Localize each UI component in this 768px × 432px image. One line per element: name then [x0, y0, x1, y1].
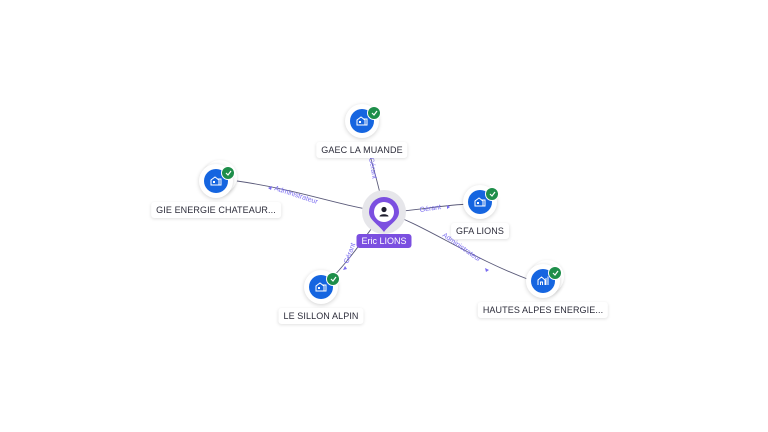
node-label: GIE ENERGIE CHATEAUR...: [151, 202, 281, 218]
edge-label-gaec: Gérant: [367, 157, 378, 179]
arrow-sillon: [343, 266, 347, 270]
node-label: GAEC LA MUANDE: [316, 142, 408, 158]
verified-check-icon: [548, 266, 562, 280]
node-label: LE SILLON ALPIN: [278, 308, 364, 324]
node-label: GFA LIONS: [451, 223, 509, 239]
building-icon: [350, 109, 374, 133]
verified-check-icon: [485, 187, 499, 201]
person-name-label: Eric LIONS: [356, 234, 412, 248]
node-label: HAUTES ALPES ENERGIE...: [477, 302, 609, 318]
home-icon: [531, 269, 555, 293]
edge-label-sillon: Gérant: [343, 242, 357, 265]
arrow-hautes: [485, 268, 489, 272]
edge-label-gfa: Gérant: [419, 204, 441, 214]
verified-check-icon: [367, 106, 381, 120]
verified-check-icon: [326, 272, 340, 286]
arrow-gie: [268, 186, 272, 190]
verified-check-icon: [221, 166, 235, 180]
person-pin-icon: [369, 197, 399, 232]
arrow-gfa: [447, 205, 450, 209]
